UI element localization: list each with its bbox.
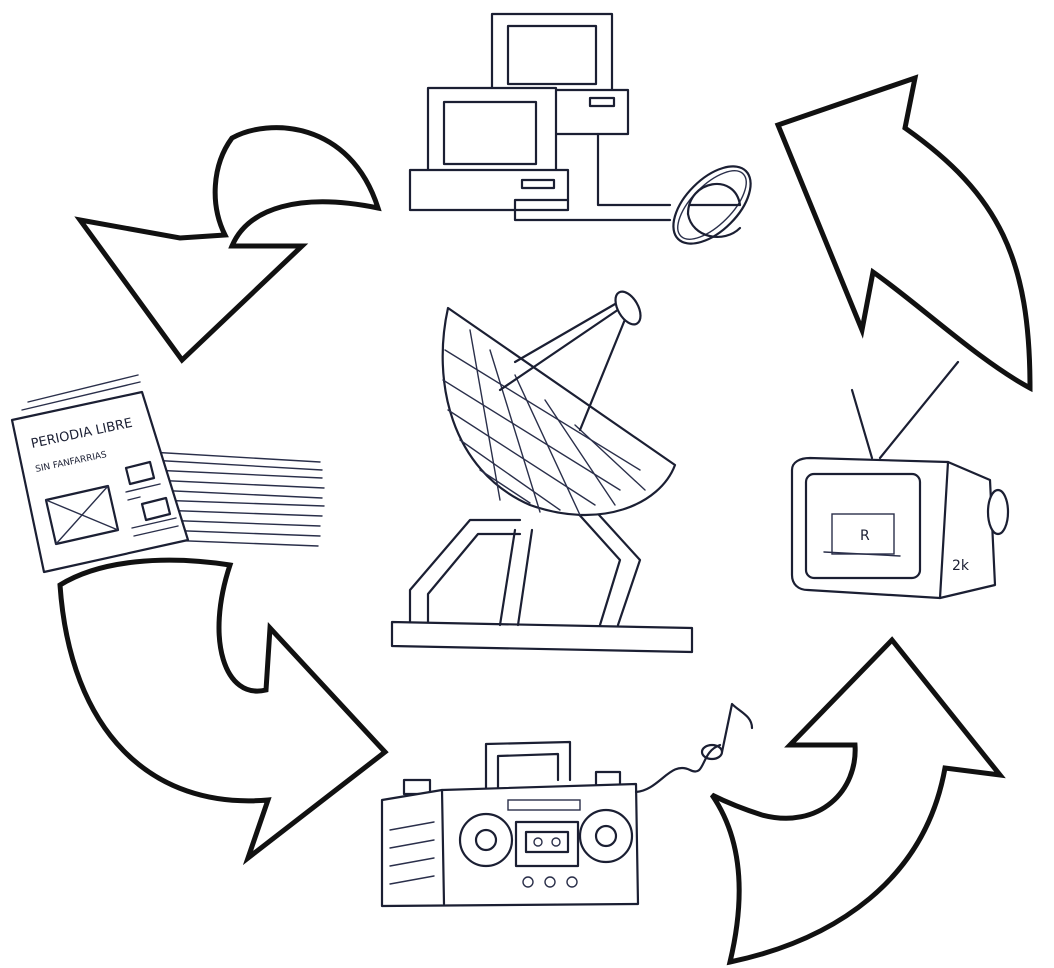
arrow-top-right: [778, 78, 1030, 388]
satellite-dish-icon: [392, 287, 692, 652]
internet-browser-icon: [660, 153, 765, 258]
arrow-top-left: [80, 128, 378, 360]
newspaper-icon: PERIODIA LIBRE SIN FANFARRIAS: [12, 375, 324, 572]
arrow-bottom-right: [712, 640, 1000, 962]
tv-side-mark: 2k: [952, 558, 970, 574]
arrow-bottom-left: [60, 560, 385, 858]
desktop-computer-icon: [410, 14, 670, 220]
boombox-icon: [382, 704, 752, 906]
tv-screen-mark: R: [860, 528, 870, 544]
television-icon: R 2k: [792, 362, 1008, 598]
